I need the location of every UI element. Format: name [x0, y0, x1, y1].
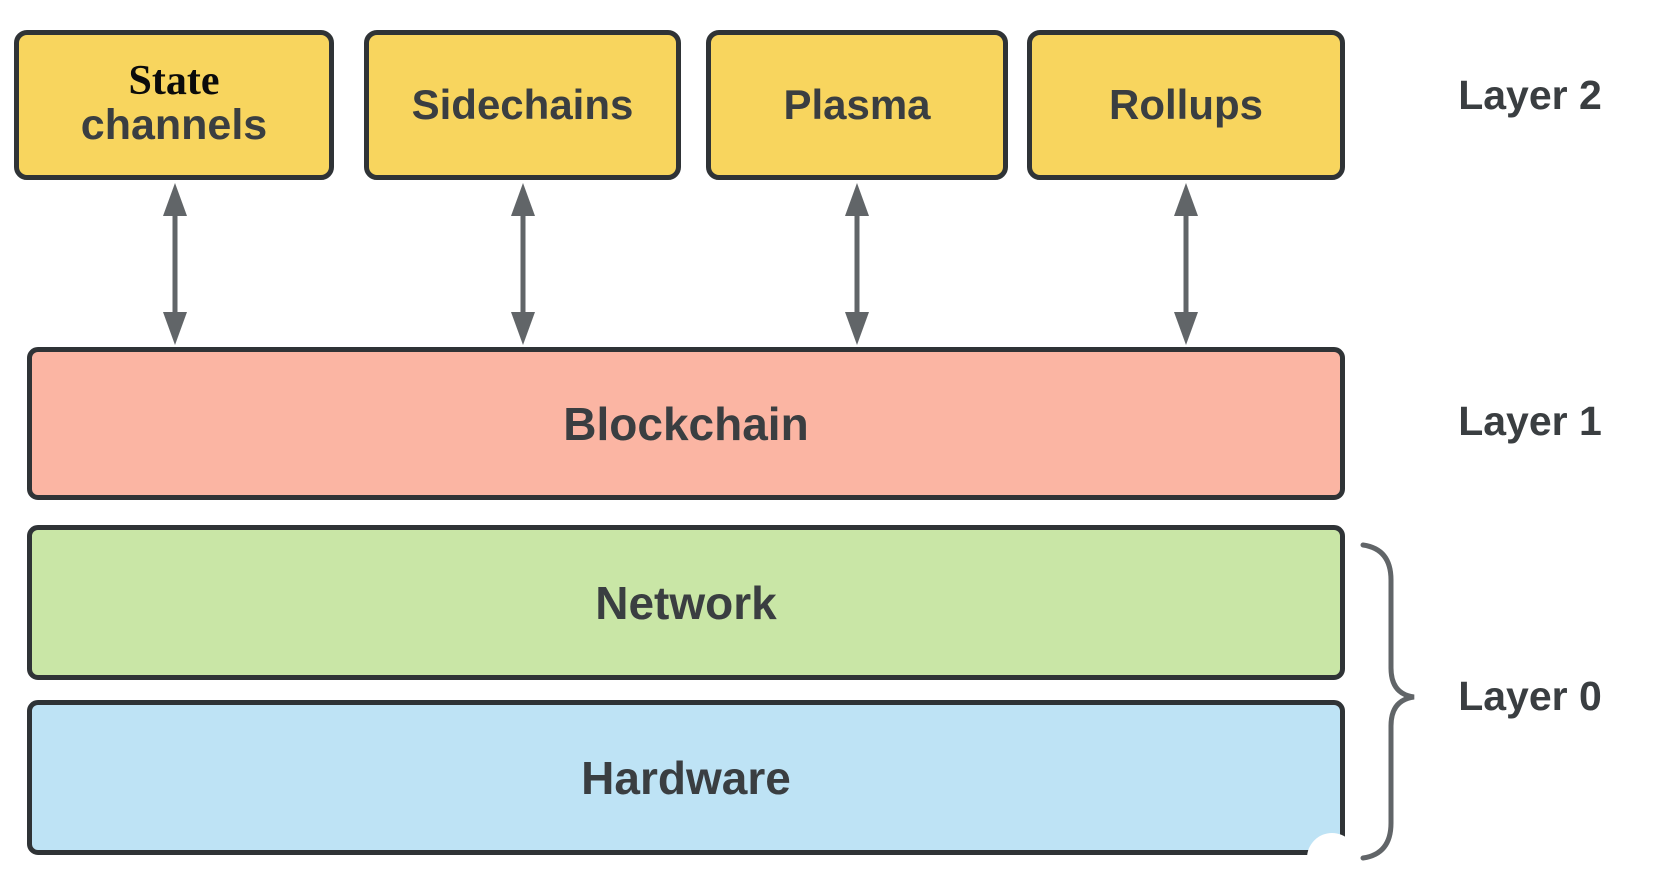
bidirectional-arrow — [845, 183, 869, 345]
layer2-label: Layer 2 — [1458, 72, 1602, 118]
plasma-label: Plasma — [783, 81, 931, 128]
plasma-box: Plasma — [706, 30, 1008, 180]
state-channels-label-line2: channels — [80, 101, 268, 150]
network-box: Network — [27, 525, 1345, 680]
network-label: Network — [595, 576, 777, 629]
bidirectional-arrow — [1174, 183, 1198, 345]
state-channels-label-line1: State — [128, 58, 220, 105]
sidechains-box: Sidechains — [364, 30, 681, 180]
hardware-box: Hardware — [27, 700, 1345, 855]
bidirectional-arrow — [163, 183, 187, 345]
state-channels-box: State channels — [14, 30, 334, 180]
blockchain-label: Blockchain — [563, 397, 809, 450]
sidechains-label: Sidechains — [411, 81, 634, 128]
rollups-box: Rollups — [1027, 30, 1345, 180]
layer0-label: Layer 0 — [1458, 673, 1602, 719]
bidirectional-arrow — [511, 183, 535, 345]
hardware-label: Hardware — [581, 751, 791, 804]
rollups-label: Rollups — [1109, 81, 1263, 128]
layer1-label: Layer 1 — [1458, 398, 1602, 444]
blockchain-box: Blockchain — [27, 347, 1345, 500]
white-notch-overlay — [1307, 833, 1357, 874]
